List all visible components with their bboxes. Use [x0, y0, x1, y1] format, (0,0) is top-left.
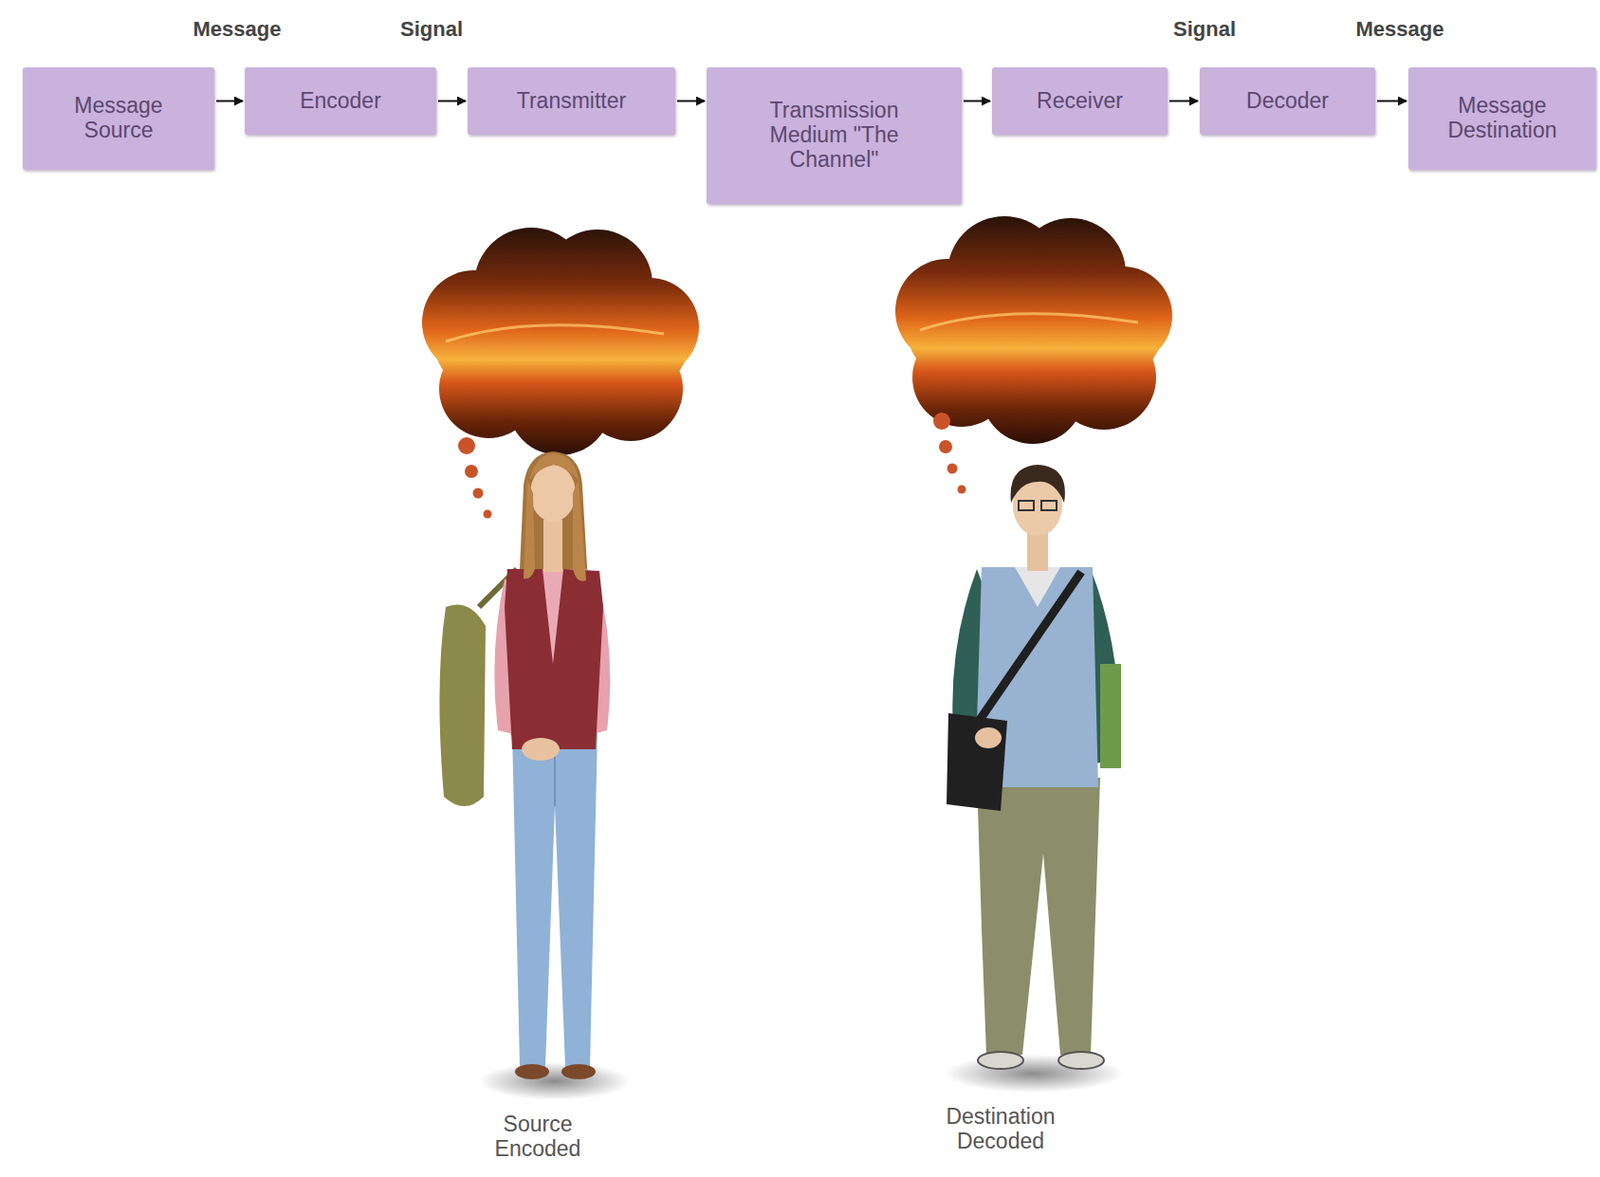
process-box: Message Source	[22, 67, 215, 170]
process-box: Receiver	[992, 67, 1168, 135]
stage-label: Message	[193, 17, 282, 42]
flow-arrow	[963, 100, 991, 103]
box-label: Transmission Medium "The Channel"	[739, 98, 930, 172]
box-label: Decoder	[1246, 89, 1329, 114]
stage-label: Signal	[1173, 17, 1236, 42]
thought-cloud	[895, 216, 1173, 495]
flow-arrow	[216, 100, 243, 103]
flow-arrow	[1169, 100, 1198, 103]
man-figure	[943, 464, 1124, 1093]
process-box: Message Destination	[1408, 67, 1597, 170]
stage-label: Signal	[400, 17, 463, 42]
flow-arrow	[677, 100, 705, 103]
figure-caption: Source Encoded	[466, 1111, 609, 1162]
box-label: Message Destination	[1416, 93, 1588, 144]
flow-arrow	[438, 100, 466, 103]
woman-figure	[439, 451, 631, 1101]
flow-arrow	[1377, 100, 1407, 103]
process-box: Transmission Medium "The Channel"	[706, 67, 962, 204]
process-box: Transmitter	[467, 67, 676, 135]
process-box: Decoder	[1199, 67, 1376, 135]
figure-caption: Destination Decoded	[929, 1103, 1072, 1155]
box-label: Encoder	[299, 89, 382, 114]
process-box: Encoder	[244, 67, 437, 135]
box-label: Receiver	[1036, 89, 1123, 114]
box-label: Transmitter	[516, 89, 626, 114]
stage-label: Message	[1356, 17, 1445, 42]
box-label: Message Source	[42, 93, 195, 144]
